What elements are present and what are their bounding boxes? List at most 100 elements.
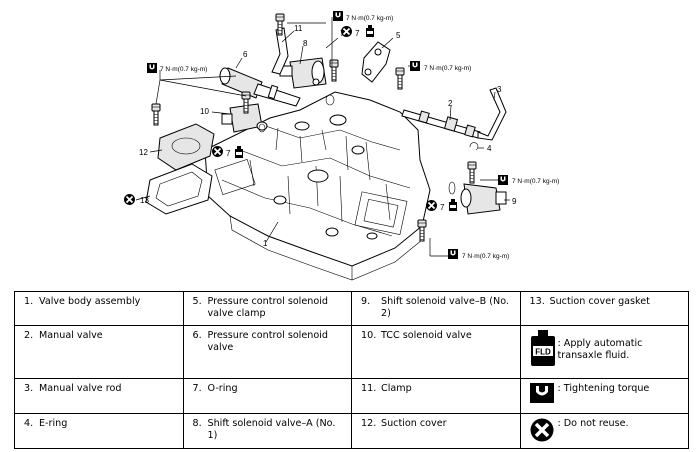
item-label: Shift solenoid valve–B (No. 2): [381, 296, 509, 319]
o-ring-callout: 7: [226, 149, 231, 158]
legend-cell: 6. Pressure control solenoid valve: [182, 325, 352, 379]
callout-4: 4: [487, 144, 492, 153]
item-number: 10.: [361, 330, 377, 341]
bolt: [467, 161, 477, 184]
item-label: Manual valve rod: [39, 383, 122, 394]
symbol-prefix: :: [557, 383, 561, 394]
leader-lines: [135, 17, 510, 257]
torque-wrench-icon: [147, 63, 157, 73]
pressure-control-solenoid-clamp: [361, 41, 391, 83]
fluid-bottle-icon: FLD: [530, 330, 555, 366]
callout-13: 13: [140, 196, 149, 205]
o-ring-group: [258, 94, 456, 195]
item-label: O-ring: [207, 383, 238, 394]
item-label: : Do not reuse.: [554, 418, 629, 430]
item-number: 6.: [192, 330, 202, 341]
bolt: [151, 103, 161, 126]
exploded-valve-body-diagram: 7 N·m(0.7 kg-m) 7 N·m(0.7 kg-m) 7 N·m(0.…: [123, 11, 559, 281]
item-number: 12.: [361, 418, 377, 429]
manual-valve: [401, 109, 481, 139]
e-ring: [469, 142, 479, 151]
item-label: Shift solenoid valve–A (No. 1): [207, 418, 336, 441]
do-not-reuse-icon: [530, 418, 553, 442]
item-label: Pressure control solenoid valve clamp: [207, 296, 328, 319]
item-number: 7.: [192, 383, 202, 394]
clamp: [271, 27, 289, 75]
item-label: Suction cover: [381, 418, 447, 429]
item-label: E-ring: [39, 418, 68, 429]
shift-solenoid-valve-b: [460, 183, 507, 215]
legend-cell: 10.TCC solenoid valve: [351, 325, 521, 379]
o-ring-callout: 7: [440, 203, 445, 212]
callout-12: 12: [139, 148, 148, 157]
torque-label: 7 N·m(0.7 kg-m): [462, 253, 509, 260]
shift-solenoid-valve-a: [279, 57, 327, 89]
torque-wrench-icon: [498, 175, 508, 185]
do-not-reuse-icon: [211, 145, 224, 158]
item-number: 11.: [361, 383, 377, 394]
fluid-bottle-icon: [449, 199, 457, 211]
item-label: Manual valve: [39, 330, 103, 341]
callout-6: 6: [243, 50, 248, 59]
callout-5: 5: [396, 31, 401, 40]
torque-wrench-icon: [448, 249, 458, 259]
suction-cover-gasket: [145, 163, 213, 215]
legend-cell: 2. Manual valve: [14, 325, 184, 379]
item-label: : Tightening torque: [554, 383, 650, 395]
symbol-meaning: Tightening torque: [563, 383, 650, 394]
item-number: 8.: [192, 418, 202, 429]
item-number: 2.: [24, 330, 34, 341]
tcc-solenoid-valve: [221, 103, 268, 133]
symbol-prefix: :: [557, 418, 561, 429]
do-not-reuse-icon: [123, 193, 136, 206]
legend-cell: 8. Shift solenoid valve–A (No. 1): [182, 413, 352, 449]
table-row: 1. Valve body assembly 5. Pressure control…: [14, 291, 689, 326]
item-number: 13.: [529, 296, 545, 307]
legend-cell: : Do not reuse.: [519, 413, 689, 449]
item-label: Clamp: [381, 383, 412, 394]
legend-cell: 9.Shift solenoid valve–B (No. 2): [351, 291, 521, 326]
torque-label: 7 N·m(0.7 kg-m): [512, 178, 559, 185]
callout-2: 2: [448, 99, 453, 108]
callout-8: 8: [303, 39, 308, 48]
legend-cell: : Tightening torque: [519, 378, 689, 414]
legend-cell: 1. Valve body assembly: [14, 291, 184, 326]
item-number: 4.: [24, 418, 34, 429]
callout-1: 1: [263, 239, 268, 248]
callout-11: 11: [294, 24, 303, 33]
table-row: 4. E-ring 8. Shift solenoid valve–A (No. 1…: [14, 413, 689, 449]
torque-label: 7 N·m(0.7 kg-m): [346, 15, 393, 22]
torque-label: 7 N·m(0.7 kg-m): [424, 65, 471, 72]
callout-3: 3: [497, 85, 502, 94]
legend-cell: 7. O-ring: [182, 378, 352, 414]
item-label: Pressure control solenoid valve: [207, 330, 328, 353]
legend-cell: 4. E-ring: [14, 413, 184, 449]
symbol-prefix: :: [557, 338, 561, 349]
table-row: 3.Manual valve rod 7. O-ring 11. Clamp : T…: [14, 378, 689, 414]
pressure-control-solenoid-valve: [219, 67, 301, 107]
bolt: [395, 67, 405, 90]
fluid-label: FLD: [535, 348, 551, 357]
item-number: 1.: [24, 296, 34, 307]
manual-valve-rod: [477, 87, 507, 141]
symbol-meaning: Do not reuse.: [563, 418, 629, 429]
item-number: 5.: [192, 296, 202, 307]
parts-legend-table: 1. Valve body assembly 5. Pressure control…: [14, 291, 689, 449]
torque-wrench-icon: [410, 61, 420, 71]
torque-label: 7 N·m(0.7 kg-m): [160, 66, 207, 73]
o-ring-callout: 7: [355, 29, 360, 38]
legend-cell: 12. Suction cover: [351, 413, 521, 449]
symbol-meaning: Apply automatic transaxle fluid.: [557, 338, 643, 361]
torque-wrench-icon: [333, 11, 343, 21]
table-row: 2. Manual valve 6. Pressure control soleno…: [14, 325, 689, 379]
legend-cell: 3.Manual valve rod: [14, 378, 184, 414]
bolt: [329, 59, 339, 82]
legend-cell: 13. Suction cover gasket: [519, 291, 689, 326]
legend-cell: 5. Pressure control solenoid valve clamp: [182, 291, 352, 326]
valve-body-assembly: [204, 91, 431, 281]
callout-9: 9: [512, 197, 517, 206]
item-label: Suction cover gasket: [549, 296, 650, 307]
do-not-reuse-icon: [425, 199, 438, 212]
suction-cover: [157, 123, 215, 171]
item-label: Valve body assembly: [39, 296, 141, 307]
